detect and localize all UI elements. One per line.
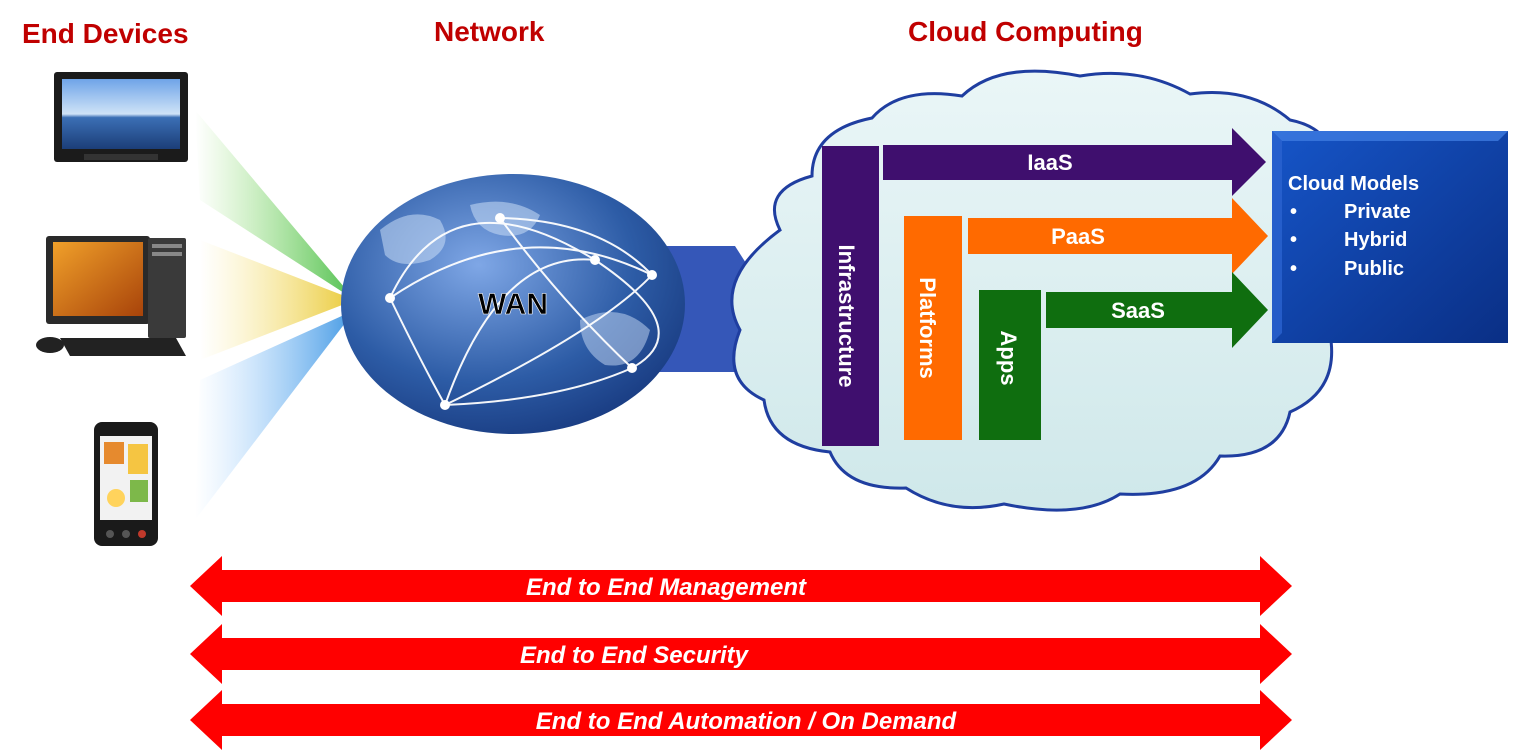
management-band-label: End to End Management <box>526 574 807 601</box>
globe-icon <box>341 174 685 434</box>
infrastructure-label: Infrastructure <box>834 244 859 387</box>
platforms-bar <box>904 216 962 440</box>
bullet-icon: • <box>1290 229 1297 251</box>
wan-label: WAN <box>478 288 548 321</box>
tv-icon <box>54 72 188 162</box>
cloud-model-private: Private <box>1344 201 1411 223</box>
cloud-computing-heading: Cloud Computing <box>908 16 1143 47</box>
desktop-computer-icon <box>36 236 186 356</box>
cloud-model-public: Public <box>1344 258 1404 280</box>
cloud-models-box <box>1272 131 1508 343</box>
bullet-icon: • <box>1290 201 1297 223</box>
saas-label: SaaS <box>1111 298 1165 323</box>
saas-arrow <box>1046 272 1268 348</box>
security-band-label: End to End Security <box>520 642 750 669</box>
cloud-models-title: Cloud Models <box>1288 173 1419 195</box>
automation-band-label: End to End Automation / On Demand <box>536 708 958 735</box>
beam-desktop <box>200 240 355 360</box>
end-to-end-bands <box>190 556 1292 750</box>
infrastructure-bar <box>822 146 879 446</box>
security-band <box>190 624 1292 684</box>
beam-phone <box>195 310 355 520</box>
apps-label: Apps <box>996 331 1021 386</box>
paas-label: PaaS <box>1051 224 1105 249</box>
bullet-icon: • <box>1290 258 1297 280</box>
mobile-phone-icon <box>94 422 158 546</box>
paas-arrow <box>968 198 1268 274</box>
beam-tv <box>195 110 355 300</box>
network-heading: Network <box>434 16 545 47</box>
apps-bar <box>979 290 1041 440</box>
iaas-label: IaaS <box>1027 150 1072 175</box>
automation-band <box>190 690 1292 750</box>
cloud-model-hybrid: Hybrid <box>1344 229 1407 251</box>
device-beams <box>195 110 355 520</box>
platforms-label: Platforms <box>915 277 940 378</box>
end-devices-heading: End Devices <box>22 18 189 49</box>
management-band <box>190 556 1292 616</box>
iaas-arrow <box>883 128 1266 196</box>
